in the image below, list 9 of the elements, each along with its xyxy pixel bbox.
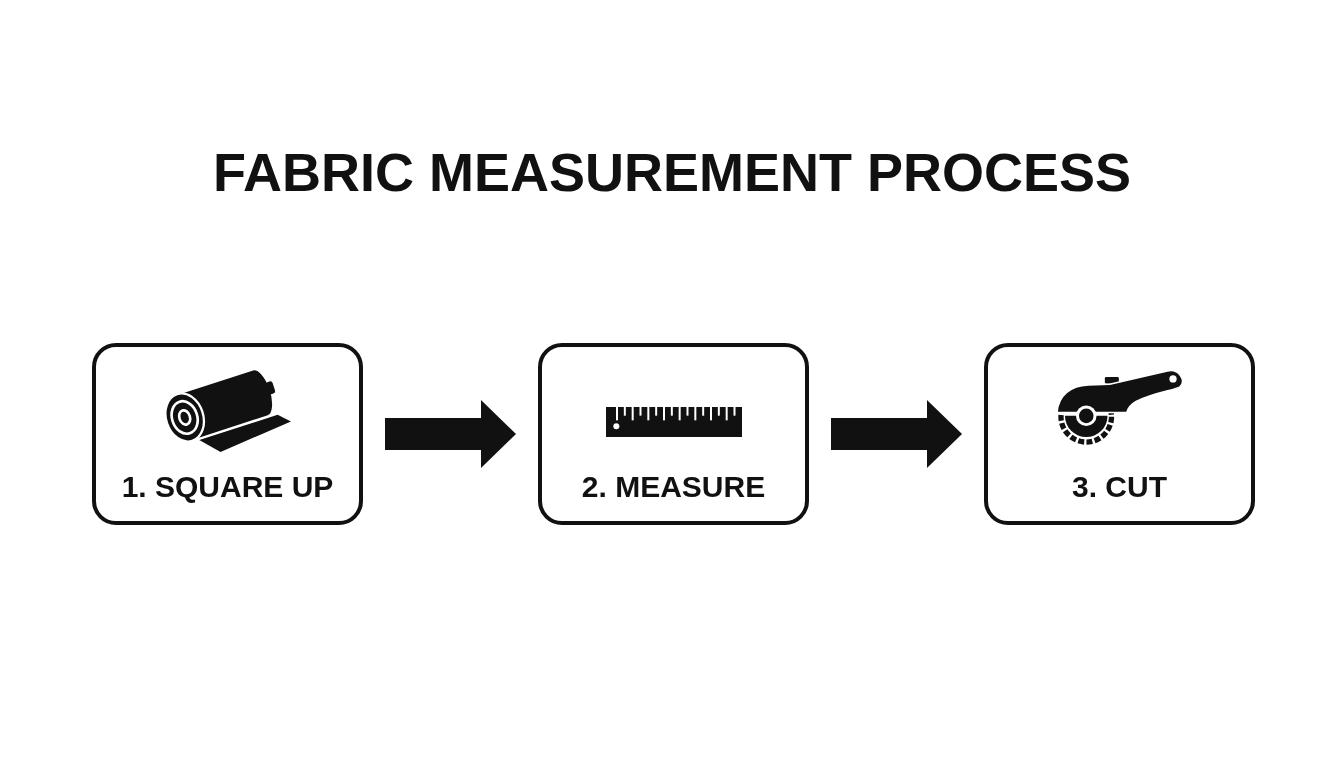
process-step-box — [984, 343, 1255, 525]
block-arrow — [385, 400, 516, 468]
step-label: 1. SQUARE UP — [121, 469, 334, 505]
process-step-box — [92, 343, 363, 525]
block-arrow — [831, 400, 962, 468]
diagram-title: FABRIC MEASUREMENT PROCESS — [212, 141, 1132, 204]
step-label: 3. CUT — [1072, 469, 1167, 505]
step-label: 2. MEASURE — [581, 469, 766, 505]
process-step-box — [538, 343, 809, 525]
